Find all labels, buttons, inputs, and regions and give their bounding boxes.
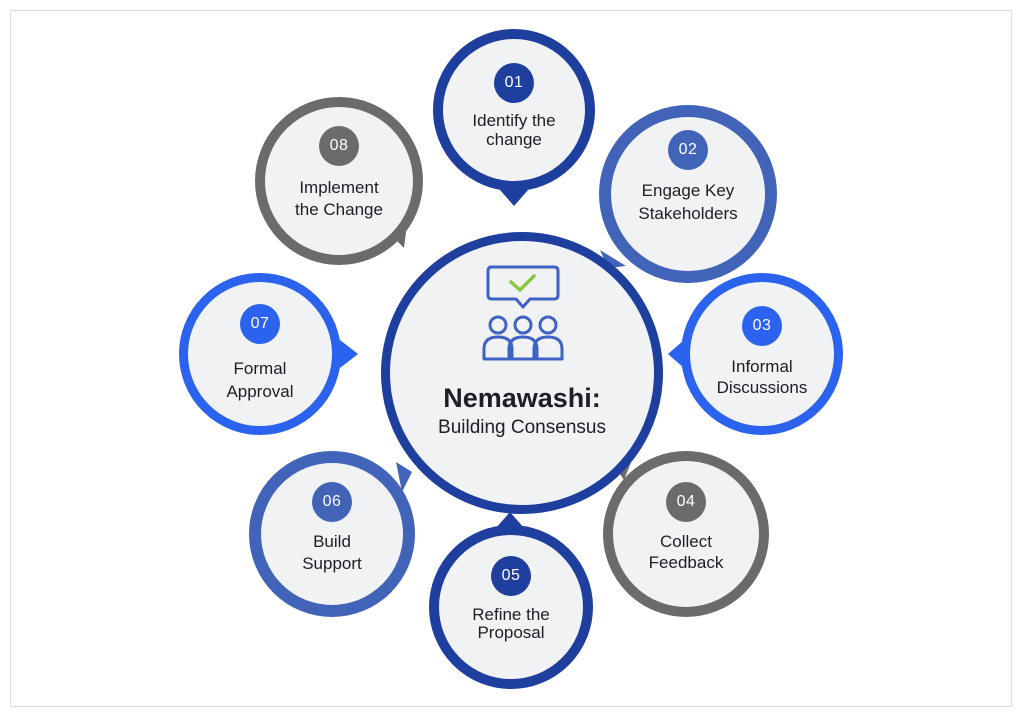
- step-08-badge: 08: [319, 126, 359, 166]
- step-04: 04 Collect Feedback: [603, 451, 769, 617]
- step-06: 06 Build Support: [249, 451, 415, 617]
- step-03-badge: 03: [742, 306, 782, 346]
- consensus-people-checkmark-icon: [482, 265, 564, 361]
- step-02: 02 Engage Key Stakeholders: [599, 105, 777, 283]
- step-02-label-line2: Stakeholders: [638, 204, 738, 223]
- step-06-label-line2: Support: [302, 554, 362, 573]
- step-02-badge: 02: [668, 130, 708, 170]
- step-07-label-line2: Approval: [226, 382, 294, 401]
- step-01-badge: 01: [494, 63, 534, 103]
- step-01-ring: [433, 29, 595, 191]
- center-title: Nemawashi:: [443, 383, 601, 413]
- step-01-label-line2: change: [486, 130, 542, 149]
- step-07-badge: 07: [240, 304, 280, 344]
- center-subtitle: Building Consensus: [438, 417, 606, 438]
- step-08-label-line2: the Change: [295, 200, 383, 219]
- pointer-05: [496, 512, 524, 528]
- step-04-label-line2: Feedback: [648, 553, 724, 572]
- step-01-label-line1: Identify the: [472, 111, 556, 130]
- step-06-label-line1: Build: [313, 532, 351, 551]
- step-04-badge: 04: [666, 482, 706, 522]
- step-08-ring: [255, 97, 423, 265]
- step-07-label-line1: Formal: [233, 359, 287, 378]
- step-03: 03 Informal Discussions: [681, 273, 843, 435]
- pointer-07: [340, 340, 358, 368]
- diagram-frame: [10, 10, 1012, 707]
- step-03-label-line1: Informal: [731, 357, 793, 376]
- pointer-01: [500, 190, 528, 206]
- center-hub: Nemawashi: Building Consensus: [381, 232, 663, 514]
- step-05-ring: [429, 525, 593, 689]
- step-07: 07 Formal Approval: [179, 273, 341, 435]
- step-03-label-line2: Discussions: [716, 378, 808, 397]
- step-07-ring: [179, 273, 341, 435]
- step-01: 01 Identify the change: [433, 29, 595, 191]
- step-05-label-line2: Proposal: [477, 623, 545, 642]
- step-04-ring: [603, 451, 769, 617]
- step-05-badge: 05: [491, 556, 531, 596]
- step-05: 05 Refine the Proposal: [429, 525, 593, 689]
- step-08-label-line1: Implement: [299, 178, 379, 197]
- step-08: 08 Implement the Change: [255, 97, 423, 265]
- step-04-label-line1: Collect: [660, 532, 712, 551]
- pointer-03: [668, 340, 684, 368]
- step-02-label-line1: Engage Key: [641, 181, 735, 200]
- pointer-06: [396, 462, 412, 492]
- step-06-badge: 06: [312, 482, 352, 522]
- step-03-ring: [681, 273, 843, 435]
- step-05-label-line1: Refine the: [472, 605, 550, 624]
